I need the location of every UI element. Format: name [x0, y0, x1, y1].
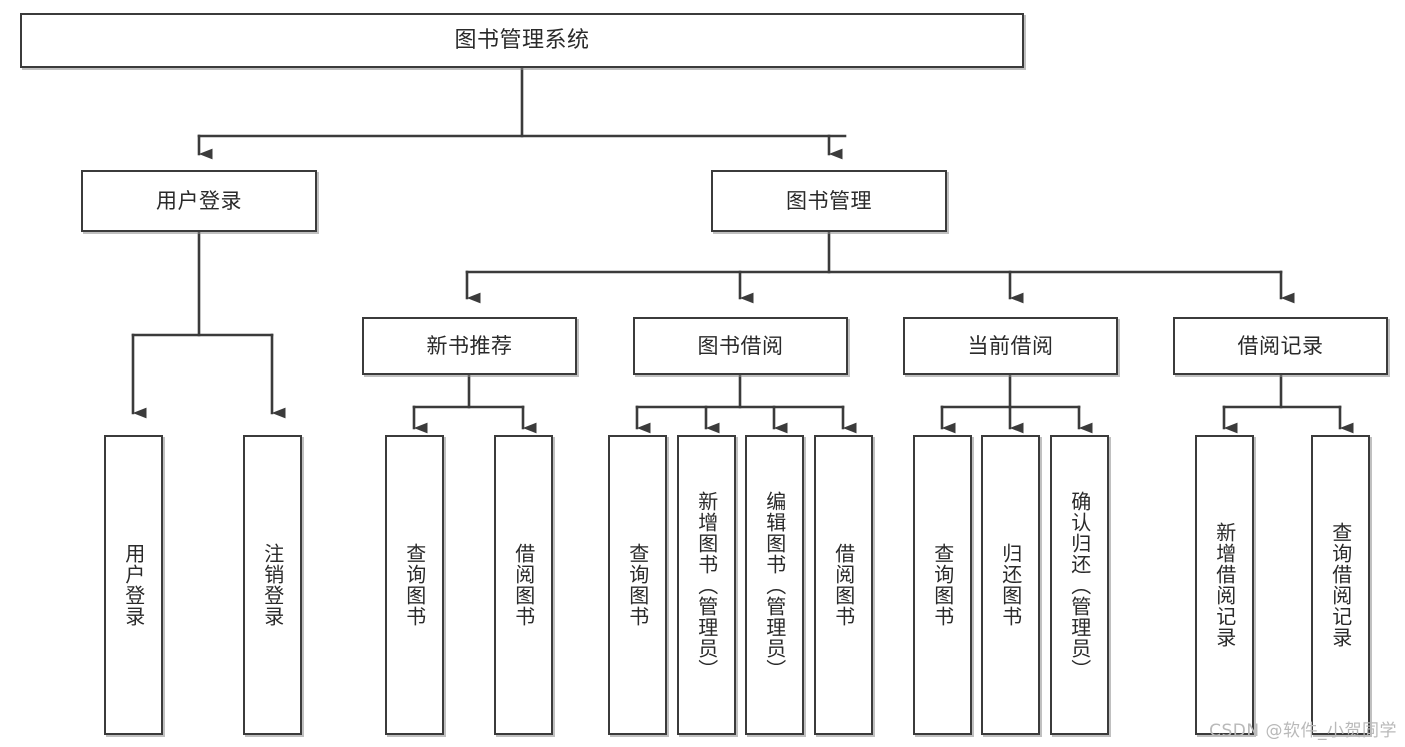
node-leaf-query-record-label: 查询借阅记录 — [1328, 522, 1353, 648]
node-leaf-confirm-return-admin-label: 确认归还（管理员） — [1067, 490, 1092, 680]
node-leaf-logout-label: 注销登录 — [260, 543, 285, 627]
node-leaf-borrow-book-a-label: 借阅图书 — [511, 543, 536, 627]
node-leaf-borrow-book-a[interactable]: 借阅图书 — [494, 435, 553, 735]
node-leaf-borrow-book-b[interactable]: 借阅图书 — [814, 435, 873, 735]
node-leaf-add-record[interactable]: 新增借阅记录 — [1195, 435, 1254, 735]
edge-group-borrow-record — [1222, 373, 1354, 434]
node-leaf-user-login-label: 用户登录 — [121, 543, 146, 627]
edge-group-book-borrow — [635, 373, 857, 434]
node-leaf-logout[interactable]: 注销登录 — [243, 435, 302, 735]
node-borrow-record[interactable]: 借阅记录 — [1173, 317, 1388, 375]
node-leaf-return-book-label: 归还图书 — [998, 543, 1023, 627]
node-leaf-edit-book-admin[interactable]: 编辑图书（管理员） — [745, 435, 804, 735]
node-leaf-query-book-a-label: 查询图书 — [402, 543, 427, 627]
node-current-borrow-label: 当前借阅 — [967, 333, 1054, 358]
node-new-book-recommend-label: 新书推荐 — [426, 333, 513, 358]
node-leaf-query-book-b[interactable]: 查询图书 — [608, 435, 667, 735]
node-leaf-edit-book-admin-label: 编辑图书（管理员） — [762, 490, 787, 680]
node-leaf-query-book-c[interactable]: 查询图书 — [913, 435, 972, 735]
node-leaf-add-book-admin[interactable]: 新增图书（管理员） — [677, 435, 736, 735]
node-new-book-recommend[interactable]: 新书推荐 — [362, 317, 577, 375]
edge-group-book-mgmt — [465, 230, 1295, 304]
node-leaf-return-book[interactable]: 归还图书 — [981, 435, 1040, 735]
node-leaf-query-record[interactable]: 查询借阅记录 — [1311, 435, 1370, 735]
node-leaf-query-book-c-label: 查询图书 — [930, 543, 955, 627]
node-leaf-confirm-return-admin[interactable]: 确认归还（管理员） — [1050, 435, 1109, 735]
node-root[interactable]: 图书管理系统 — [20, 13, 1024, 68]
edge-group-root — [197, 66, 847, 160]
node-leaf-user-login[interactable]: 用户登录 — [104, 435, 163, 735]
node-leaf-borrow-book-b-label: 借阅图书 — [831, 543, 856, 627]
node-leaf-query-book-a[interactable]: 查询图书 — [385, 435, 444, 735]
edge-group-new-book-rec — [412, 373, 537, 434]
node-borrow-record-label: 借阅记录 — [1237, 333, 1324, 358]
edge-group-user-login — [131, 230, 286, 419]
node-root-label: 图书管理系统 — [454, 27, 590, 53]
node-leaf-add-book-admin-label: 新增图书（管理员） — [694, 490, 719, 680]
node-user-login-label: 用户登录 — [156, 188, 242, 213]
node-user-login[interactable]: 用户登录 — [81, 170, 317, 232]
node-book-management-label: 图书管理 — [786, 188, 872, 213]
node-book-management[interactable]: 图书管理 — [711, 170, 947, 232]
node-book-borrow[interactable]: 图书借阅 — [633, 317, 848, 375]
node-leaf-query-book-b-label: 查询图书 — [625, 543, 650, 627]
node-current-borrow[interactable]: 当前借阅 — [903, 317, 1118, 375]
node-leaf-add-record-label: 新增借阅记录 — [1212, 522, 1237, 648]
edge-group-current-borrow — [940, 373, 1093, 434]
node-book-borrow-label: 图书借阅 — [697, 333, 784, 358]
watermark-text: CSDN @软件_小贺同学 — [1209, 721, 1397, 741]
